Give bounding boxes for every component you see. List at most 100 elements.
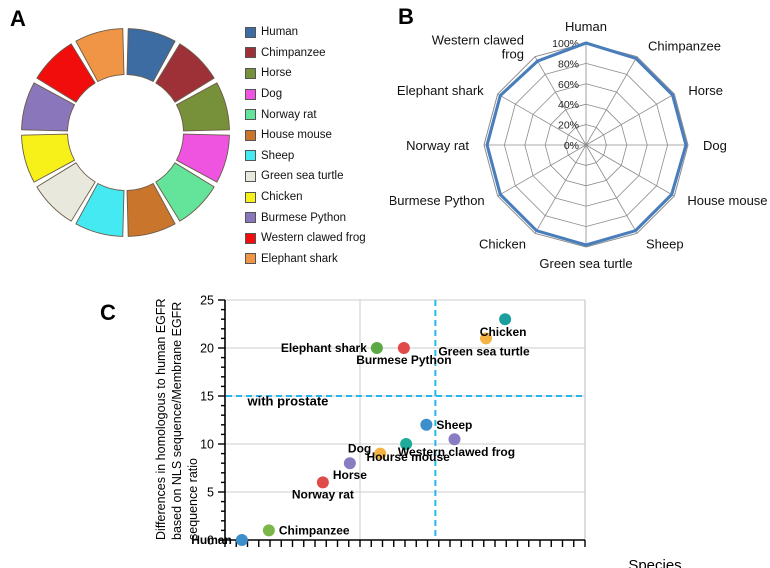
donut-segment — [75, 28, 125, 82]
radar-chart: 0%20%40%60%80%100%HumanChimpanzeeHorseDo… — [390, 19, 768, 271]
donut-segment — [36, 162, 96, 222]
donut-chart — [21, 28, 230, 237]
data-point — [420, 418, 433, 431]
data-point-label: Elephant shark — [281, 341, 367, 355]
radar-spoke — [534, 56, 587, 146]
legend-item: Norway rat — [245, 104, 390, 125]
legend-item: Chicken — [245, 187, 390, 208]
radar-tick-label: 60% — [558, 79, 579, 91]
data-point — [397, 342, 410, 354]
legend-color-swatch — [245, 191, 256, 203]
donut-segment — [176, 82, 230, 132]
y-axis-title-line: Differences in homologous to human EGFR — [154, 298, 168, 540]
donut-segment — [126, 183, 176, 237]
y-tick-label: 20 — [200, 342, 214, 356]
y-tick-label: 5 — [207, 486, 214, 500]
radar-spoke — [585, 144, 638, 234]
legend-color-swatch — [245, 253, 256, 265]
legend-color-swatch — [245, 150, 256, 162]
radar-axis-label: House mouse — [687, 193, 767, 208]
data-point-label: Chicken — [480, 325, 527, 339]
radar-spoke — [497, 144, 587, 197]
legend-color-swatch — [245, 232, 256, 244]
data-point — [235, 534, 248, 546]
legend-item: Burmese Python — [245, 207, 390, 228]
legend-item-label: Human — [261, 26, 299, 39]
radar-series-line — [485, 41, 688, 247]
radar-spoke — [534, 144, 587, 234]
radar-axis-label: Chicken — [479, 236, 526, 251]
y-tick-label: 0 — [207, 534, 214, 548]
donut-segment — [176, 133, 230, 183]
legend-color-swatch — [245, 47, 256, 59]
donut-segment — [21, 133, 75, 183]
plot-annotation: with prostate — [247, 394, 329, 409]
panel-b-letter: B — [398, 4, 414, 29]
data-point-label: Chimpanzee — [279, 523, 350, 537]
data-point-label: Burmese Python — [356, 353, 451, 367]
legend-item-label: Chicken — [261, 191, 303, 204]
data-point-label: Sheep — [436, 418, 472, 432]
legend-item-label: Western clawed frog — [261, 232, 366, 245]
radar-axis-label: Burmese Python — [390, 193, 485, 208]
data-point-label: Human — [191, 533, 232, 547]
y-axis-title-line: sequence ratio — [186, 458, 200, 540]
data-point — [343, 457, 356, 470]
radar-axis-label: Sheep — [646, 236, 684, 251]
legend-item-label: Chimpanzee — [261, 46, 326, 59]
data-point-label: Dog — [348, 442, 371, 456]
data-point-label: Horse — [333, 468, 367, 482]
legend-item-label: Horse — [261, 67, 292, 80]
y-tick-label: 25 — [200, 294, 214, 308]
donut-segment — [75, 183, 125, 237]
legend-item: Chimpanzee — [245, 43, 390, 64]
radar-spoke — [585, 93, 675, 146]
y-tick-label: 10 — [200, 438, 214, 452]
radar-tick-label: 40% — [558, 99, 579, 111]
radar-tick-label: 20% — [558, 120, 579, 132]
radar-axis-label: Human — [565, 19, 607, 34]
legend-item-label: Norway rat — [261, 108, 317, 121]
y-tick-label: 15 — [200, 390, 214, 404]
data-point-label: Green sea turtle — [438, 344, 530, 358]
data-point-label: Hourse mouse — [366, 450, 450, 464]
radar-spoke — [585, 144, 675, 197]
data-point — [316, 476, 329, 489]
radar-spoke — [497, 93, 587, 146]
legend-item-label: Burmese Python — [261, 211, 347, 224]
panel-c-letter: C — [100, 300, 116, 325]
data-point — [262, 524, 275, 537]
data-point — [448, 433, 461, 446]
y-axis-title-line: based on NLS sequence/Membrane EGFR — [170, 302, 184, 540]
radar-axis-label: Horse — [688, 83, 723, 98]
donut-segment — [155, 162, 215, 222]
legend-color-swatch — [245, 170, 256, 182]
legend-color-swatch — [245, 67, 256, 79]
legend-color-swatch — [245, 129, 256, 141]
data-point — [370, 342, 383, 354]
legend-item-label: House mouse — [261, 129, 332, 142]
legend-color-swatch — [245, 212, 256, 224]
legend-color-swatch — [245, 88, 256, 100]
radar-axis-label: Norway rat — [406, 138, 469, 153]
donut-segment — [126, 28, 176, 82]
legend-item: Elephant shark — [245, 249, 390, 270]
x-axis-title: Species — [628, 557, 681, 568]
radar-axis-label: Green sea turtle — [539, 256, 632, 271]
data-point — [400, 438, 413, 450]
legend-item: House mouse — [245, 125, 390, 146]
donut-segment — [155, 43, 215, 103]
data-point-label: Western clawed frog — [398, 445, 515, 459]
legend-item-label: Dog — [261, 88, 283, 101]
data-point — [480, 332, 492, 345]
legend-item: Horse — [245, 63, 390, 84]
radar-tick-label: 0% — [564, 140, 579, 152]
radar-axis-label: Chimpanzee — [648, 39, 721, 54]
legend-item: Sheep — [245, 146, 390, 167]
panel-a-letter: A — [10, 6, 26, 31]
